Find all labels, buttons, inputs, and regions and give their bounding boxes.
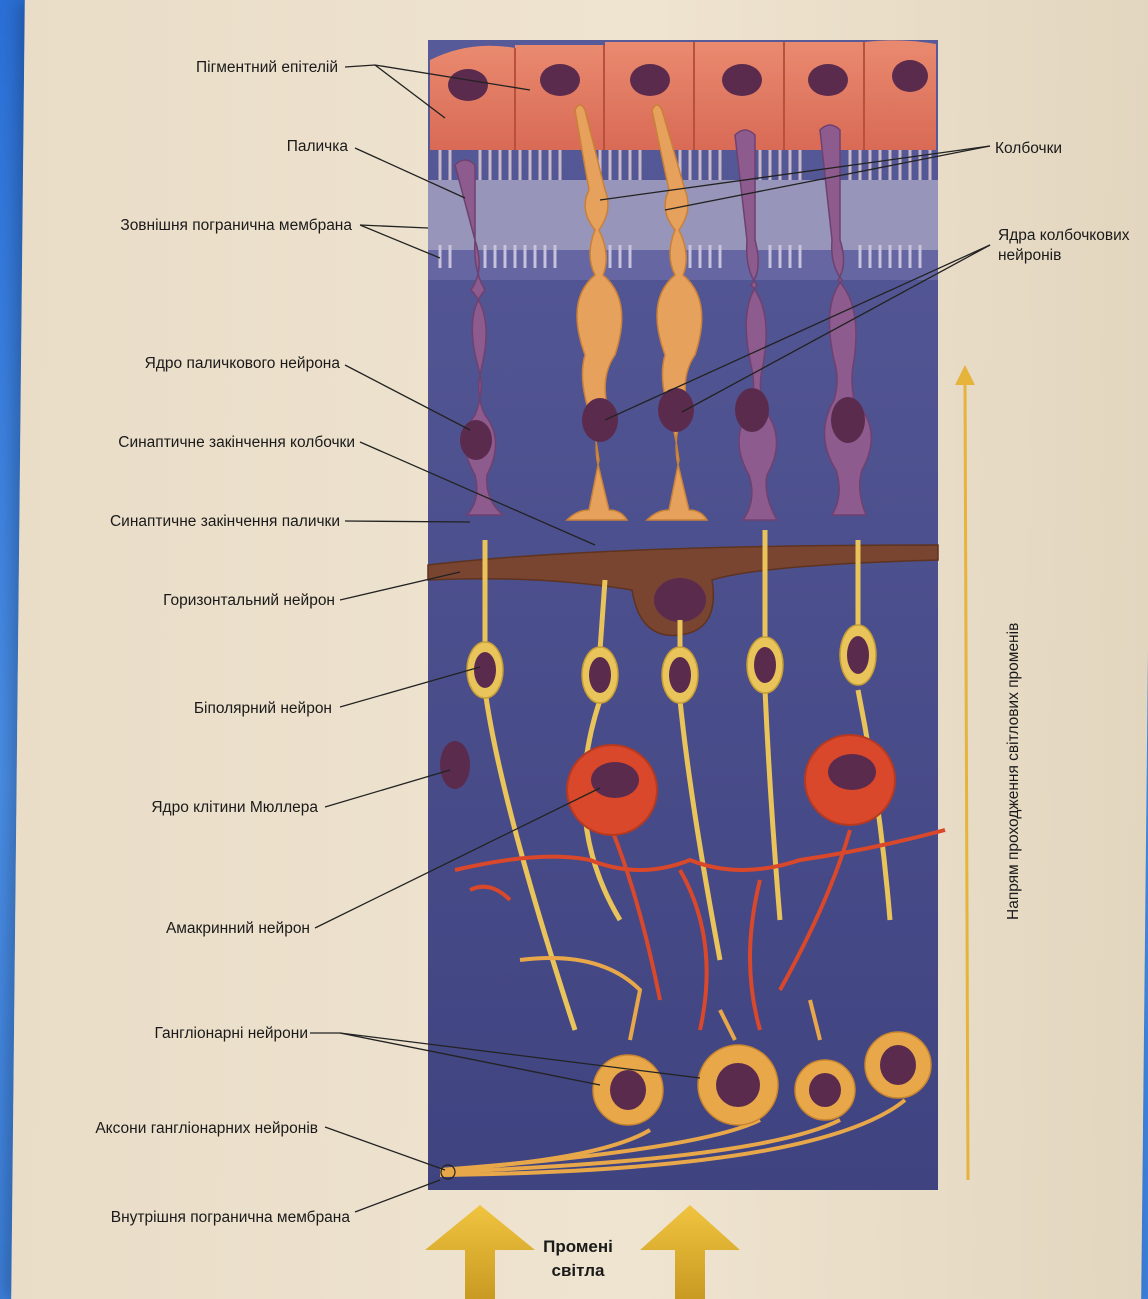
- label-rod: Паличка: [287, 138, 349, 155]
- label-ganglion-axons: Аксони гангліонарних нейронів: [95, 1120, 318, 1137]
- label-outer-limiting-membrane: Зовнішня погранична мембрана: [120, 217, 352, 234]
- muller-cell-nucleus: [440, 741, 470, 789]
- label-rod-synaptic-ending: Синаптичне закінчення палички: [110, 513, 340, 530]
- label-amacrine-neuron: Амакринний нейрон: [166, 920, 310, 937]
- label-rod-neuron-nucleus: Ядро паличкового нейрона: [145, 355, 341, 372]
- label-muller-cell-nucleus: Ядро клітини Мюллера: [151, 799, 318, 816]
- label-light-direction: Напрям проходження світлових променів: [1005, 623, 1022, 920]
- label-light-rays-line2: світла: [552, 1261, 606, 1280]
- label-bipolar-neuron: Біполярний нейрон: [194, 700, 332, 717]
- light-direction-arrow: [955, 365, 975, 1180]
- label-pigment-epithelium: Пігментний епітелій: [196, 59, 338, 76]
- label-cone-nuclei-line2: нейронів: [998, 247, 1061, 264]
- label-light-rays-line1: Промені: [543, 1237, 613, 1256]
- label-cone-synaptic-ending: Синаптичне закінчення колбочки: [118, 434, 355, 451]
- label-horizontal-neuron: Горизонтальний нейрон: [163, 592, 335, 609]
- label-cone-nuclei-line1: Ядра колбочкових: [998, 227, 1130, 244]
- label-cones: Колбочки: [995, 140, 1062, 157]
- label-inner-limiting-membrane: Внутрішня погранична мембрана: [111, 1209, 351, 1226]
- label-ganglion-neurons: Гангліонарні нейрони: [154, 1025, 308, 1042]
